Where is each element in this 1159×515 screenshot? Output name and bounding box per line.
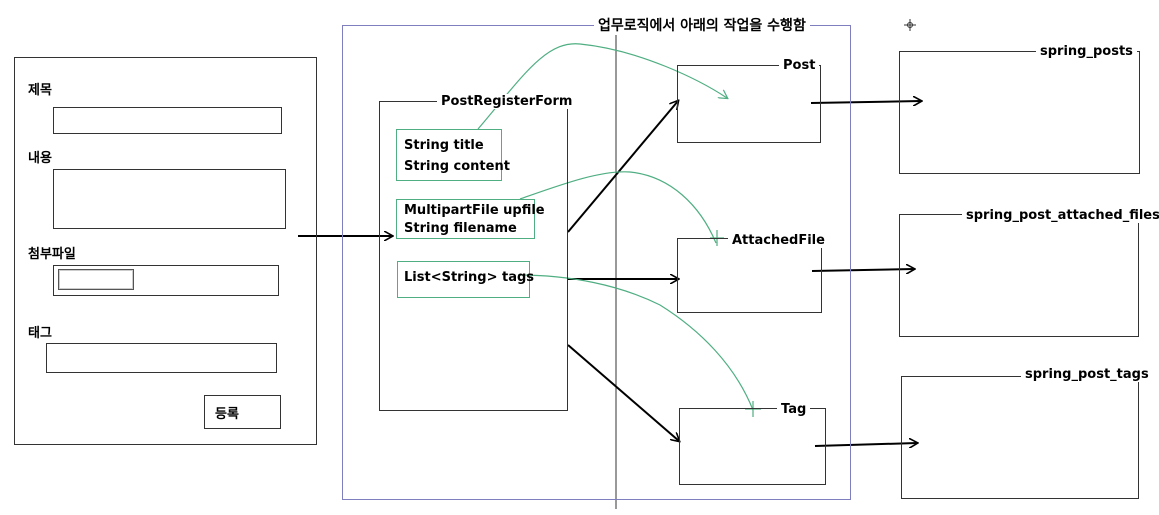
dto-field-filename: String filename	[404, 221, 517, 236]
submit-button-label: 등록	[215, 407, 239, 422]
register-form-panel	[14, 57, 317, 445]
spring-posts-table-box	[899, 51, 1140, 174]
title-input[interactable]	[53, 107, 282, 134]
submit-button[interactable]	[204, 395, 281, 429]
tag-entity-title: Tag	[777, 402, 811, 417]
spring-posts-table-title: spring_posts	[1036, 44, 1137, 59]
dto-group-tags	[397, 261, 530, 298]
title-label: 제목	[28, 83, 52, 98]
spring-post-attached-files-table-title: spring_post_attached_files	[962, 208, 1159, 223]
crosshair-icon	[904, 19, 916, 31]
mapping-curve-file-to-attached-file	[519, 171, 717, 244]
dto-group-title-content	[396, 129, 502, 181]
arrow-tag-to-spring-post-tags	[814, 443, 917, 446]
file-label: 첨부파일	[28, 247, 76, 262]
spring-post-tags-table-box	[901, 376, 1139, 499]
tag-input[interactable]	[46, 343, 277, 373]
content-textarea[interactable]	[53, 169, 286, 229]
dto-field-title: String title	[404, 138, 484, 153]
content-label: 내용	[28, 151, 52, 166]
spring-post-tags-table-title: spring_post_tags	[1021, 367, 1153, 382]
file-input[interactable]	[53, 265, 279, 296]
tag-label: 태그	[28, 326, 52, 341]
attached-file-entity-title: AttachedFile	[728, 233, 829, 248]
dto-field-upfile: MultipartFile upfile	[404, 203, 545, 218]
dto-field-tags: List<String> tags	[404, 270, 535, 285]
arrow-dto-to-post	[567, 101, 678, 233]
mapping-curve-tags-to-tag	[517, 274, 754, 411]
arrow-dto-to-tag	[567, 344, 679, 441]
arrow-attached-to-spring-post-attached-files	[811, 269, 914, 271]
post-entity-box	[677, 65, 821, 143]
dto-field-content: String content	[404, 159, 510, 174]
dto-group-file	[396, 199, 535, 239]
post-register-form-title: PostRegisterForm	[437, 94, 577, 109]
arrow-post-to-spring-posts	[810, 101, 921, 103]
post-entity-title: Post	[779, 58, 820, 73]
business-logic-title: 업무로직에서 아래의 작업을 수행함	[594, 15, 810, 35]
tag-entity-box	[679, 408, 826, 485]
attached-file-entity-box	[677, 238, 822, 313]
file-select-button[interactable]	[58, 269, 134, 290]
spring-post-attached-files-table-box	[899, 214, 1139, 337]
mapping-curve-title-content-to-post	[477, 43, 727, 130]
